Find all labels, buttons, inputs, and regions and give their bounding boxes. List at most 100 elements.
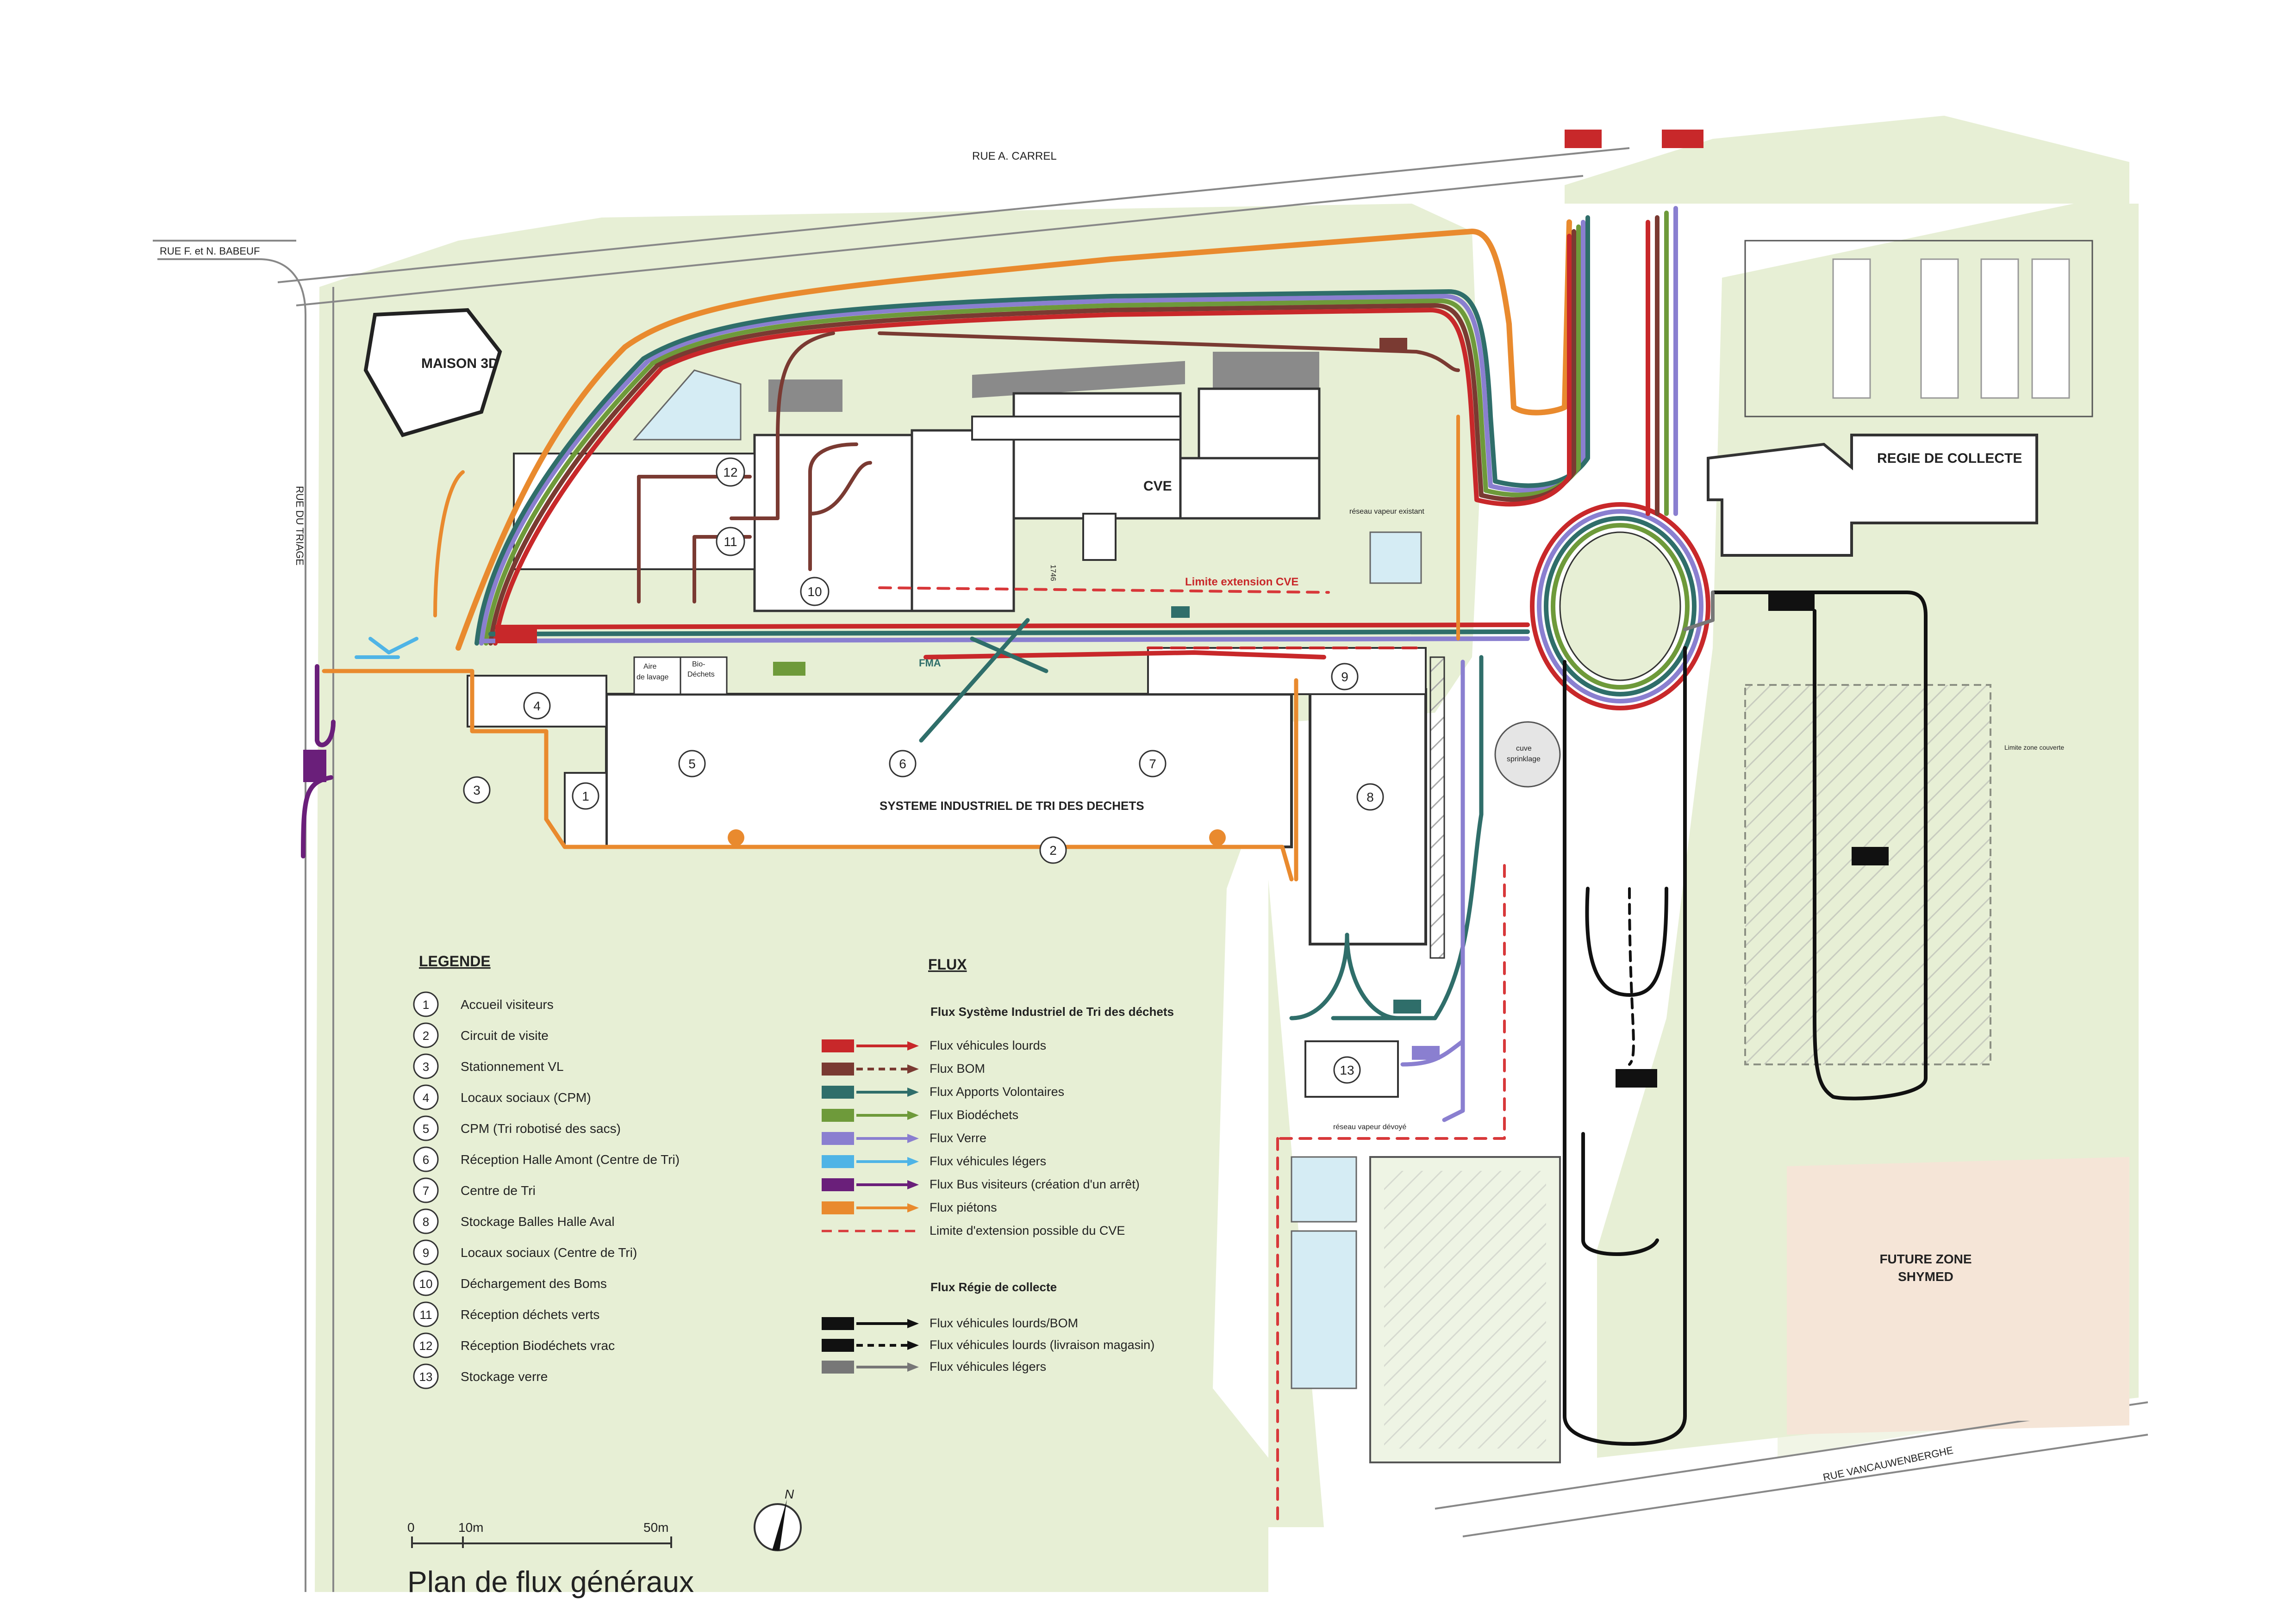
legend-number-circle	[413, 1115, 439, 1141]
marker-8: 8	[1356, 783, 1384, 811]
flux-group1-title: Flux Système Industriel de Tri des déche…	[930, 1005, 1174, 1019]
flux-group2-title: Flux Régie de collecte	[930, 1280, 1057, 1294]
label-bio-dechets-2: Déchets	[687, 671, 715, 678]
legend-number: 6	[423, 1153, 429, 1167]
arrow-head-icon	[907, 1041, 919, 1051]
arrow-head-icon	[907, 1362, 919, 1372]
label-aire-lavage-1: Aire	[643, 663, 657, 671]
legend-label: Stationnement VL	[461, 1059, 564, 1074]
legend-number-circle	[413, 1363, 439, 1389]
legend-number-circle	[413, 1053, 439, 1079]
car-icon	[822, 1155, 854, 1168]
pedestrian-icon	[728, 829, 744, 846]
truck-icon	[495, 625, 537, 643]
north-arrow-icon	[772, 1499, 787, 1550]
legend-number: 12	[419, 1339, 433, 1353]
scale-end: 50m	[643, 1520, 668, 1535]
svg-text:10: 10	[807, 585, 822, 599]
label-cuve-2: sprinklage	[1507, 755, 1541, 763]
marker-10: 10	[800, 577, 830, 606]
legend-number-circle	[413, 1022, 439, 1048]
label-reseau-devoye: réseau vapeur dévoyé	[1333, 1123, 1406, 1131]
legend-number-circle	[413, 1084, 439, 1110]
north-label: N	[785, 1487, 794, 1501]
van-icon	[773, 662, 805, 676]
legend-label: Centre de Tri	[461, 1183, 536, 1198]
flux-item: Flux Verre	[822, 1131, 986, 1145]
svg-text:8: 8	[1366, 790, 1374, 804]
street-label-triage: RUE DU TRIAGE	[294, 486, 306, 566]
legend-number: 11	[420, 1308, 432, 1322]
flux-heading: FLUX	[928, 956, 967, 973]
van-icon	[1393, 1000, 1421, 1014]
street-label-babeuf: RUE F. et N. BABEUF	[160, 245, 260, 257]
legend-number: 1	[423, 998, 429, 1012]
arrow-head-icon	[907, 1157, 919, 1166]
plan-title: Plan de flux généraux	[407, 1565, 694, 1598]
building-label-future-zone-1: FUTURE ZONE	[1879, 1252, 1972, 1266]
label-cuve-1: cuve	[1516, 745, 1532, 752]
flux-label: Flux véhicules lourds/BOM	[930, 1316, 1078, 1330]
svg-text:3: 3	[473, 783, 480, 797]
marker-4: 4	[523, 692, 551, 720]
flux-item: Flux véhicules légers	[822, 1360, 1046, 1374]
legend-number-circle	[413, 991, 439, 1017]
flux-label: Flux BOM	[930, 1062, 985, 1076]
truck-icon	[822, 1317, 854, 1330]
north-arrow: N	[754, 1487, 802, 1551]
legend-number-circle	[413, 1208, 439, 1234]
building-label-cve: CVE	[1143, 479, 1172, 494]
marker-11: 11	[716, 527, 745, 556]
truck-icon	[1565, 130, 1602, 148]
flux-label: Flux Apports Volontaires	[930, 1085, 1064, 1099]
legend-item: 7 Centre de Tri	[413, 1177, 536, 1203]
legend-number: 4	[423, 1091, 429, 1105]
legend-number-circle	[413, 1301, 439, 1327]
legend-number-circle	[413, 1177, 439, 1203]
legend-number: 3	[423, 1060, 429, 1074]
marker-2: 2	[1039, 836, 1067, 864]
building-label-systeme: SYSTEME INDUSTRIEL DE TRI DES DECHETS	[880, 799, 1144, 813]
arrow-head-icon	[907, 1203, 919, 1213]
label-aire-lavage-2: de lavage	[636, 673, 668, 681]
svg-text:13: 13	[1340, 1063, 1354, 1077]
arrow-head-icon	[907, 1134, 919, 1143]
scale-bar: 0 10m 50m	[407, 1520, 672, 1548]
legend-label: Réception déchets verts	[461, 1307, 599, 1322]
truck-icon	[1768, 592, 1815, 611]
legend-number: 8	[423, 1215, 429, 1229]
legend-number: 7	[423, 1184, 429, 1198]
flux-label: Flux piétons	[930, 1200, 997, 1214]
scale-zero: 0	[407, 1520, 415, 1535]
flux-item: Flux Apports Volontaires	[822, 1085, 1064, 1099]
legend-item: 5 CPM (Tri robotisé des sacs)	[413, 1115, 621, 1141]
marker-5: 5	[678, 750, 706, 777]
truck-icon	[1852, 847, 1889, 865]
van-icon	[822, 1086, 854, 1099]
flux-legend: FLUX Flux Système Industriel de Tri des …	[822, 956, 1174, 1374]
legend-label: CPM (Tri robotisé des sacs)	[461, 1121, 621, 1136]
svg-text:6: 6	[899, 757, 906, 771]
marker-1: 1	[572, 782, 599, 810]
van-icon	[822, 1109, 854, 1122]
van-icon	[822, 1132, 854, 1145]
street-label-carrel: RUE A. CARREL	[972, 150, 1057, 162]
legend-item: 4 Locaux sociaux (CPM)	[413, 1084, 591, 1110]
truck-icon	[1662, 130, 1703, 148]
legend-number: 5	[423, 1122, 429, 1136]
legend-label: Locaux sociaux (Centre de Tri)	[461, 1245, 637, 1260]
marker-13: 13	[1333, 1056, 1361, 1084]
legend-label: Locaux sociaux (CPM)	[461, 1090, 591, 1105]
flux-item: Limite d'extension possible du CVE	[822, 1224, 1125, 1237]
street-lines	[153, 147, 2148, 1592]
flux-item: Flux véhicules lourds	[822, 1038, 1046, 1052]
legend-number-circle	[413, 1270, 439, 1296]
truck-icon	[822, 1039, 854, 1052]
label-dim-1746: 1746	[1049, 565, 1057, 581]
label-limite-zone-couverte: Limite zone couverte	[2004, 744, 2064, 751]
marker-3: 3	[463, 776, 491, 804]
